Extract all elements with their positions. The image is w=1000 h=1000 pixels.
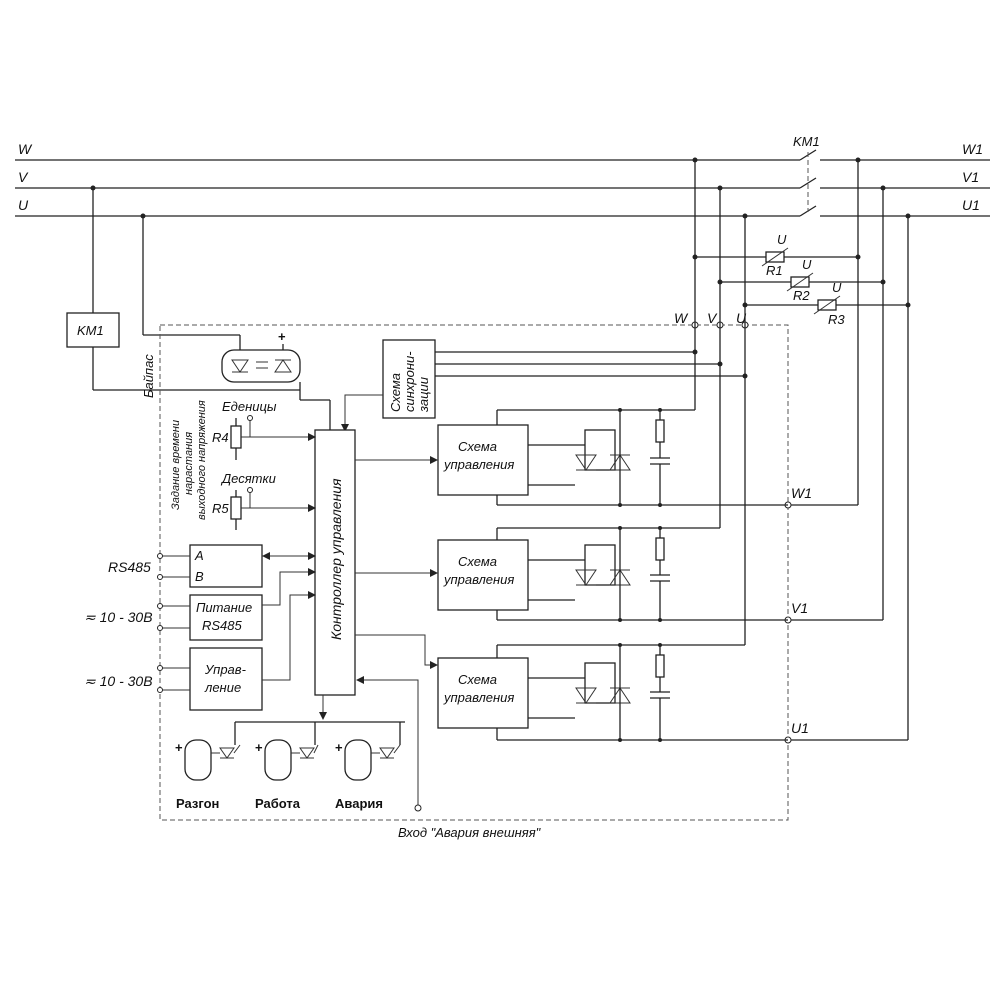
power-stage-2 [437,527,788,621]
phase-label-u: U [18,197,29,213]
resistor-r1-phase: U [777,232,787,247]
control-input-line-2: ление [204,680,241,695]
ramp-label-3: выходного напряжения [196,400,208,520]
potentiometer-r4 [230,425,242,449]
r4-label: R4 [212,430,229,445]
out-terminal-w1: W1 [791,485,812,501]
schema-3-line-2: управления [443,690,514,705]
rs485-box [189,544,263,588]
km1-coil-box [66,312,120,348]
indicator-avariya: + [335,739,401,781]
bypass-label: Байпас [141,354,156,398]
sync-block [382,339,436,419]
sync-label-1: Схема [388,373,403,412]
external-fault-label: Вход "Авария внешняя" [398,825,542,840]
phase-label-w: W [18,141,33,157]
power-rs485-line-1: Питание [196,600,252,615]
inner-phase-v: V [707,310,718,326]
resistor-r2-label: R2 [793,288,810,303]
rs485-label: RS485 [108,559,151,575]
control-supply-label: ≂ 10 - 30В [84,673,153,689]
schema-1-line-2: управления [443,457,514,472]
inner-phase-u: U [736,310,747,326]
indicator-label-razgon: Разгон [176,796,219,811]
softstarter-enclosure [159,324,789,821]
phase-label-u1: U1 [962,197,980,213]
km1-coil-label: KM1 [77,323,104,338]
resistor-r3-label: R3 [828,312,845,327]
potentiometer-r5 [230,496,242,520]
plus-sign: + [278,329,286,344]
ramp-label-1: Задание времени [170,420,182,510]
r5-label: R5 [212,501,229,516]
power-stage-3 [437,644,788,741]
sync-label-2: синхрони- [402,351,417,412]
control-input-box [189,647,263,711]
units-label: Еденицы [222,399,277,414]
indicator-razgon: + [175,739,241,781]
sync-label-3: зации [416,377,431,413]
power-supply-label: ≂ 10 - 30В [84,609,153,625]
rs485-b: B [195,569,204,584]
indicator-label-avariya: Авария [335,796,383,811]
resistor-r1 [695,247,858,267]
control-input-line-1: Управ- [204,662,247,677]
schema-2-line-1: Схема [458,554,497,569]
inner-phase-w: W [674,310,689,326]
power-stage-1 [437,409,788,506]
svg-text:+: + [175,740,183,755]
phase-label-v1: V1 [962,169,979,185]
resistor-r1-label: R1 [766,263,783,278]
out-terminal-v1: V1 [791,600,808,616]
schema-1-line-1: Схема [458,439,497,454]
km1-contactor-label: KM1 [793,134,820,149]
schema-3-line-1: Схема [458,672,497,687]
power-rs485-line-2: RS485 [202,618,243,633]
controller-label: Контроллер управления [328,478,344,640]
phase-label-v: V [18,169,29,185]
svg-text:+: + [335,740,343,755]
resistor-r2-phase: U [802,257,812,272]
phase-lines [15,159,990,217]
resistor-r3-phase: U [832,280,842,295]
rs485-a: A [194,548,204,563]
svg-text:+: + [255,740,263,755]
indicator-label-rabota: Работа [255,796,301,811]
out-terminal-u1: U1 [791,720,809,736]
ramp-label-2: нарастания [183,432,195,495]
controller-block [314,429,356,696]
power-rs485-box [189,594,263,641]
km1-contactor [799,149,817,217]
tens-label: Десятки [220,471,276,486]
resistor-r3 [745,295,908,315]
bypass-optotriac [221,349,301,383]
resistor-r2 [720,272,883,292]
schema-2-line-2: управления [443,572,514,587]
phase-label-w1: W1 [962,141,983,157]
indicator-rabota: + [255,739,319,781]
